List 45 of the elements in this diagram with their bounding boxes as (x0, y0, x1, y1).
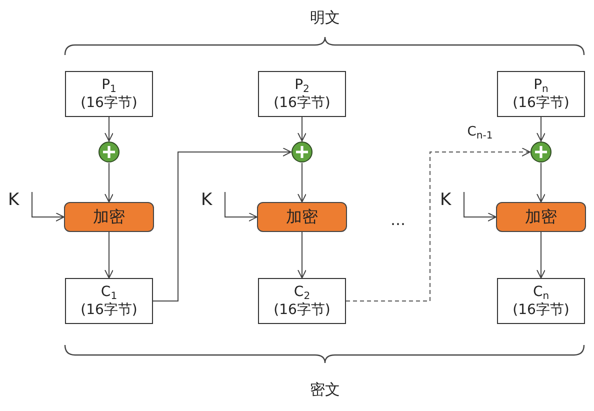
block-box (258, 278, 346, 324)
edge-label: C$_{n-1}$ (466, 124, 494, 140)
block-box (258, 71, 346, 117)
block-name: P$_{n}$ (534, 76, 548, 94)
key-label: K (8, 191, 20, 209)
block-name: C$_{2}$ (294, 283, 310, 301)
block-box (65, 71, 153, 117)
arrow (536, 162, 546, 202)
block-size: (16字节) (512, 94, 570, 112)
arrow (104, 116, 114, 142)
block-name: P$_{2}$ (294, 76, 310, 94)
block-size: (16字节) (512, 301, 570, 319)
block-size: (16字节) (274, 301, 330, 319)
block-name: P$_{1}$ (102, 76, 116, 94)
arrow (298, 162, 306, 202)
block-name: C$_{1}$ (100, 283, 118, 301)
block-size: (16字节) (80, 94, 138, 112)
block-name: 加密 (525, 208, 557, 226)
encrypt-box (496, 202, 586, 232)
arrow (346, 148, 530, 302)
block-box (65, 278, 153, 324)
arrow (104, 162, 114, 202)
arrow (536, 116, 546, 142)
arrow (104, 232, 114, 278)
arrow (298, 232, 306, 278)
encrypt-box (257, 202, 347, 232)
block-box (497, 278, 585, 324)
arrow (152, 148, 292, 302)
arrow (536, 232, 546, 278)
brace-label: 密文 (309, 380, 341, 400)
key-label: K (440, 191, 452, 209)
brace-label: 明文 (309, 8, 341, 28)
key-label: K (201, 191, 212, 209)
arrow (224, 192, 258, 222)
block-size: (16字节) (274, 94, 330, 112)
encrypt-box (64, 202, 154, 232)
arrow (298, 116, 306, 142)
arrow (464, 192, 496, 222)
block-name: C$_{n}$ (532, 283, 550, 301)
block-box (497, 71, 585, 117)
arrow (32, 192, 64, 222)
ellipsis: … (390, 211, 406, 229)
block-name: 加密 (286, 208, 318, 226)
block-name: 加密 (93, 208, 125, 226)
block-size: (16字节) (80, 301, 138, 319)
